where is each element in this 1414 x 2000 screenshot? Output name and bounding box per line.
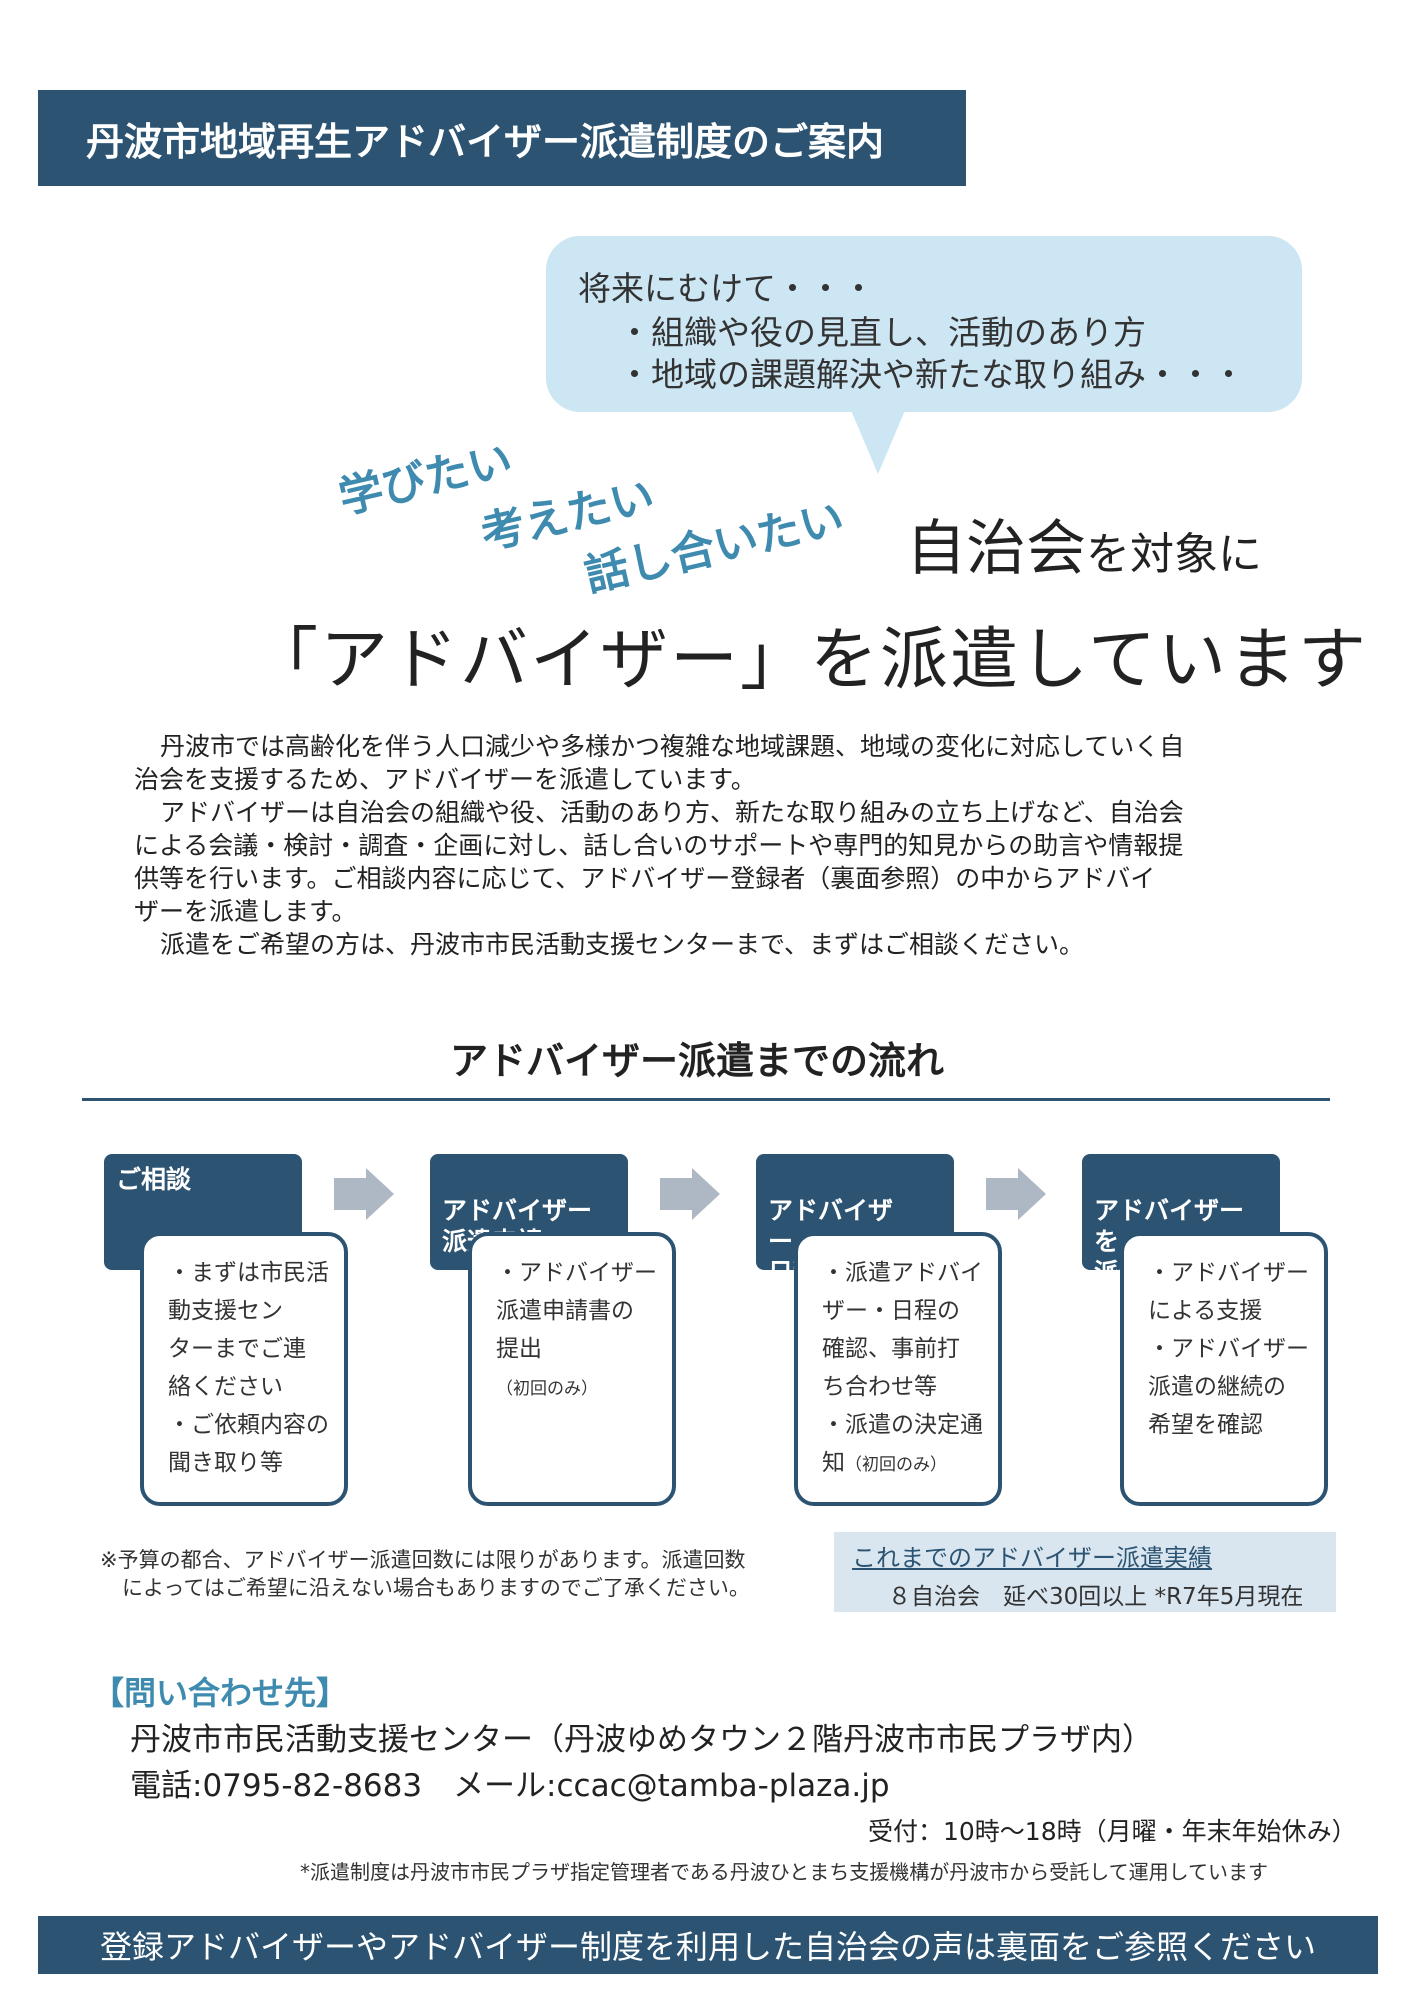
lead-line-1: 自治会を対象に (906, 500, 1262, 587)
contact-title: 【問い合わせ先】 (92, 1674, 349, 1712)
flow-arrow-1 (334, 1178, 366, 1210)
flow-arrow-3 (986, 1178, 1018, 1210)
reception-hours: 受付：10時～18時（月曜・年末年始休み） (868, 1817, 1357, 1846)
step-2-item-1: ・アドバイザー 派遣申請書の 提出 (496, 1260, 657, 1362)
bubble-line-1: 将来にむけて・・・ (578, 269, 875, 308)
step-3-card: ・派遣アドバイ ザー・日程の 確認、事前打 ち合わせ等 ・派遣の決定通 知（初回… (794, 1232, 1002, 1506)
intro-line: 派遣をご希望の方は、丹波市市民活動支援センターまで、まずはご相談ください。 (160, 930, 1085, 959)
budget-note-line-2: によってはご希望に沿えない場合もありますのでご了承ください。 (122, 1576, 750, 1600)
flow-arrow-3-head (1018, 1168, 1046, 1220)
lead-target: 自治会 (906, 514, 1086, 584)
speech-bubble (546, 236, 1302, 412)
speech-bubble-tail (850, 408, 906, 474)
intro-line: アドバイザーは自治会の組織や役、活動のあり方、新たな取り組みの立ち上げなど、自治… (160, 798, 1184, 827)
record-value: ８自治会 延べ30回以上 *R7年5月現在 (888, 1584, 1304, 1610)
flow-title: アドバイザー派遣までの流れ (450, 1039, 945, 1083)
step-2-note: （初回のみ） (496, 1379, 598, 1399)
lead-line-2: 「アドバイザー」を派遣しています (250, 621, 1368, 700)
record-title: これまでのアドバイザー派遣実績 (852, 1544, 1212, 1572)
flow-arrow-1-head (366, 1168, 394, 1220)
flow-arrow-2-head (692, 1168, 720, 1220)
step-4-item-2: ・アドバイザー 派遣の継続の 希望を確認 (1148, 1336, 1309, 1438)
step-3-item-1: ・派遣アドバイ ザー・日程の 確認、事前打 ち合わせ等 (822, 1260, 983, 1400)
step-1-title: ご相談 (116, 1165, 192, 1194)
lead-target-suffix: を対象に (1086, 529, 1262, 580)
step-1-card: ・まずは市民活 動支援セン ターまでご連 絡ください ・ご依頼内容の 聞き取り等 (140, 1232, 348, 1506)
page-title: 丹波市地域再生アドバイザー派遣制度のご案内 (86, 119, 885, 164)
step-3-item-2: ・派遣の決定通 知 (822, 1412, 983, 1476)
flow-arrow-2 (660, 1178, 692, 1210)
step-3-note: （初回のみ） (845, 1455, 947, 1475)
footer-text: 登録アドバイザーやアドバイザー制度を利用した自治会の声は裏面をご参照ください (99, 1928, 1316, 1966)
section-divider (82, 1098, 1330, 1101)
bubble-line-3: ・地域の課題解決や新たな取り組み・・・ (618, 355, 1245, 394)
step-1-item-2: ・ご依頼内容の 聞き取り等 (168, 1412, 329, 1476)
step-4-card: ・アドバイザー による支援 ・アドバイザー 派遣の継続の 希望を確認 (1120, 1232, 1328, 1506)
budget-note-line-1: ※予算の都合、アドバイザー派遣回数には限りがあります。派遣回数 (100, 1548, 746, 1572)
intro-line: ザーを派遣します。 (134, 897, 357, 926)
dispatch-record-box: これまでのアドバイザー派遣実績 ８自治会 延べ30回以上 *R7年5月現在 (834, 1532, 1336, 1612)
intro-line: による会議・検討・調査・企画に対し、話し合いのサポートや専門的知見からの助言や情… (134, 831, 1184, 860)
operation-disclaimer: *派遣制度は丹波市市民プラザ指定管理者である丹波ひとまち支援機構が丹波市から受託… (300, 1860, 1268, 1884)
intro-line: 治会を支援するため、アドバイザーを派遣しています。 (134, 765, 756, 794)
intro-line: 丹波市では高齢化を伴う人口減少や多様かつ複雑な地域課題、地域の変化に対応していく… (160, 732, 1185, 761)
page-header: 丹波市地域再生アドバイザー派遣制度のご案内 (38, 90, 966, 186)
bubble-line-2: ・組織や役の見直し、活動のあり方 (618, 313, 1146, 352)
footer-bar: 登録アドバイザーやアドバイザー制度を利用した自治会の声は裏面をご参照ください (38, 1916, 1378, 1974)
step-1-item-1: ・まずは市民活 動支援セン ターまでご連 絡ください (168, 1260, 329, 1400)
intro-line: 供等を行います。ご相談内容に応じて、アドバイザー登録者（裏面参照）の中からアドバ… (134, 864, 1156, 893)
contact-organization: 丹波市市民活動支援センター（丹波ゆめタウン２階丹波市市民プラザ内） (130, 1722, 1153, 1758)
contact-phone-email: 電話:0795-82-8683 メール:ccac@tamba-plaza.jp (130, 1768, 890, 1804)
step-4-item-1: ・アドバイザー による支援 (1148, 1260, 1309, 1324)
step-2-card: ・アドバイザー 派遣申請書の 提出 （初回のみ） (468, 1232, 676, 1506)
